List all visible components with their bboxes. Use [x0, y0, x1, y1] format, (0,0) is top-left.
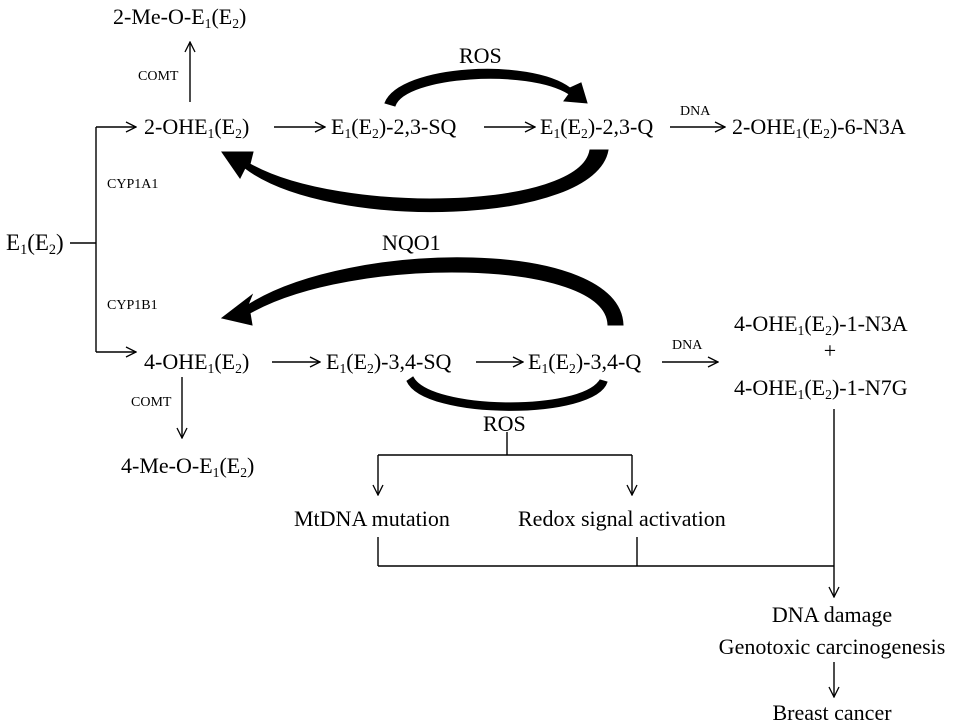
dna-lower-label: DNA — [672, 338, 703, 353]
catechol-2-oh: 2-OHE1(E2) — [144, 114, 250, 141]
genotoxic-carcinogenesis-label: Genotoxic carcinogenesis — [718, 634, 946, 659]
plus-sign: + — [823, 338, 837, 363]
mtdna-mutation-label: MtDNA mutation — [294, 506, 450, 531]
quinone-2-3: E1(E2)-2,3-Q — [540, 114, 654, 141]
breast-cancer-label: Breast cancer — [772, 700, 892, 725]
cyp1b1-label: CYP1B1 — [107, 298, 158, 313]
comt-lower-label: COMT — [131, 395, 172, 410]
dna-damage-label: DNA damage — [771, 602, 893, 627]
methylated-2-product: 2-Me-O-E1(E2) — [113, 4, 247, 31]
cyp1a1-label: CYP1A1 — [107, 177, 159, 192]
methylated-4-product: 4-Me-O-E1(E2) — [121, 453, 255, 480]
dna-upper-label: DNA — [680, 104, 711, 119]
adduct-2-oh-6-n3a: 2-OHE1(E2)-6-N3A — [732, 114, 906, 141]
comt-upper-label: COMT — [138, 69, 179, 84]
adduct-4-oh-1-n3a: 4-OHE1(E2)-1-N3A — [734, 311, 908, 338]
nqo1-cycle-arrow — [220, 257, 624, 326]
semiquinone-3-4: E1(E2)-3,4-SQ — [326, 349, 452, 376]
regeneration-upper-cycle-arrow — [221, 149, 609, 213]
quinone-3-4: E1(E2)-3,4-Q — [528, 349, 642, 376]
nqo1-label: NQO1 — [382, 230, 441, 255]
catechol-4-oh: 4-OHE1(E2) — [144, 349, 250, 376]
ros-lower-label: ROS — [483, 411, 526, 436]
ros-upper-cycle-arrow — [384, 68, 588, 107]
start-compound: E1(E2) — [6, 230, 64, 258]
ros-upper-label: ROS — [459, 43, 502, 68]
adduct-4-oh-1-n7g: 4-OHE1(E2)-1-N7G — [734, 375, 908, 402]
semiquinone-2-3: E1(E2)-2,3-SQ — [331, 114, 457, 141]
redox-signal-label: Redox signal activation — [518, 506, 726, 531]
ros-lower-cycle-arrow — [406, 376, 608, 411]
